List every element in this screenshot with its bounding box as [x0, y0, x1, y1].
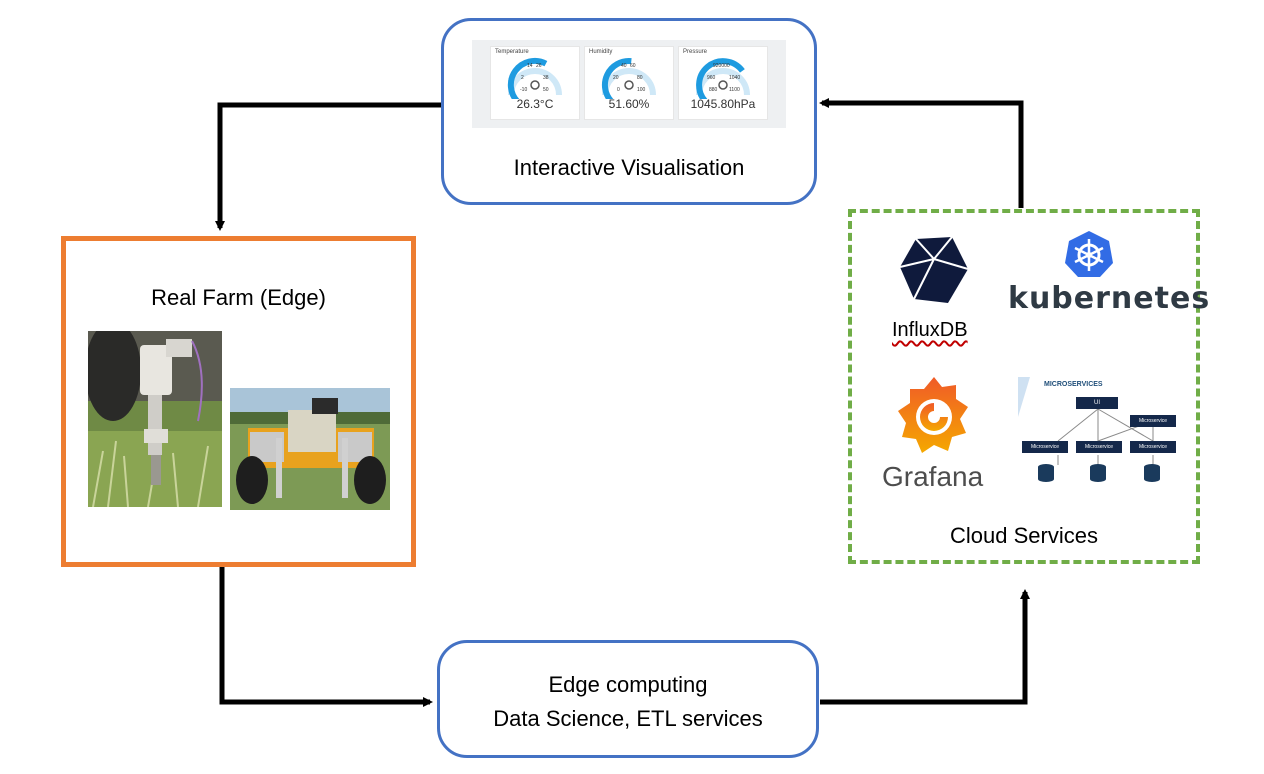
robot-photo [230, 388, 390, 510]
temperature-gauge [507, 57, 562, 99]
tick-label: 80 [637, 75, 643, 81]
tick-label: 50 [543, 87, 549, 93]
humidity-gauge [601, 58, 656, 99]
gauge-value: 51.60% [608, 97, 650, 111]
microservice-block: Microservice [1022, 441, 1068, 453]
microservice-block: Microservice [1130, 415, 1176, 427]
microservice-block: Microservice [1076, 441, 1122, 453]
visualisation-node: Temperature 14 26 2 38 -10 50 26.3°C Hum… [441, 18, 817, 205]
tick-label: 60 [630, 63, 636, 69]
pressure-gauge [696, 58, 750, 99]
visualisation-label: Interactive Visualisation [513, 155, 745, 180]
ui-block: UI [1076, 397, 1118, 409]
kubernetes-label: kubernetes [1008, 281, 1211, 316]
microservice-block: Microservice [1130, 441, 1176, 453]
microservices-lines [1018, 377, 1160, 482]
microservices-diagram: MICROSERVICES UI Microservice Microservi… [1018, 377, 1190, 491]
microservices-title: MICROSERVICES [1044, 381, 1103, 388]
cloud-label: Cloud Services [950, 523, 1098, 548]
temperature-gauge-card: Temperature 14 26 2 38 -10 50 26.3°C [490, 46, 580, 120]
tick-label: 1040 [729, 75, 741, 81]
gauge-value: 26.3°C [516, 97, 554, 111]
tick-label: -10 [520, 87, 528, 93]
tick-label: 960 [707, 75, 716, 81]
tick-label: 2 [521, 75, 524, 81]
gauge-title: Temperature [495, 49, 529, 55]
farm-node: Real Farm (Edge) [61, 236, 416, 567]
humidity-gauge-card: Humidity 40 60 20 80 0 100 51.60% [584, 46, 674, 120]
tick-label: 26 [536, 63, 542, 69]
edge-node: Edge computing Data Science, ETL service… [437, 640, 819, 758]
edge-label-line1: Edge computing [548, 672, 708, 697]
arrow-cloud-to-visualisation [819, 98, 1024, 208]
pressure-gauge-card: Pressure 920000 960 1040 880 1100 1045.8… [678, 46, 768, 120]
tick-label: 14 [527, 63, 533, 69]
edge-label-line2: Data Science, ETL services [493, 706, 763, 731]
tick-label: 1100 [729, 87, 740, 93]
dashboard-screenshot: Temperature 14 26 2 38 -10 50 26.3°C Hum… [472, 40, 786, 128]
cloud-node: InfluxDB kubernetes Grafana [848, 209, 1209, 564]
tick-label: 100 [637, 87, 646, 93]
farm-label: Real Farm (Edge) [151, 285, 326, 310]
tick-label: 38 [543, 75, 549, 81]
influxdb-label: InfluxDB [892, 319, 968, 341]
gauge-title: Pressure [683, 49, 708, 55]
gauge-title: Humidity [589, 49, 613, 55]
tick-label: 40 [621, 63, 627, 69]
grafana-icon [898, 377, 968, 453]
gauge-value: 1045.80hPa [690, 97, 756, 111]
sensor-photo [88, 331, 222, 507]
influxdb-icon [899, 236, 969, 303]
arrow-edge-to-cloud [820, 589, 1030, 705]
arrow-visualisation-to-farm [215, 102, 441, 231]
tick-label: 0 [617, 87, 620, 93]
tick-label: 880 [709, 87, 718, 93]
kubernetes-icon [1065, 231, 1113, 277]
arrow-farm-to-edge [219, 566, 433, 707]
tick-label: 920000 [713, 63, 730, 69]
tick-label: 20 [613, 75, 619, 81]
grafana-label: Grafana [882, 461, 984, 492]
